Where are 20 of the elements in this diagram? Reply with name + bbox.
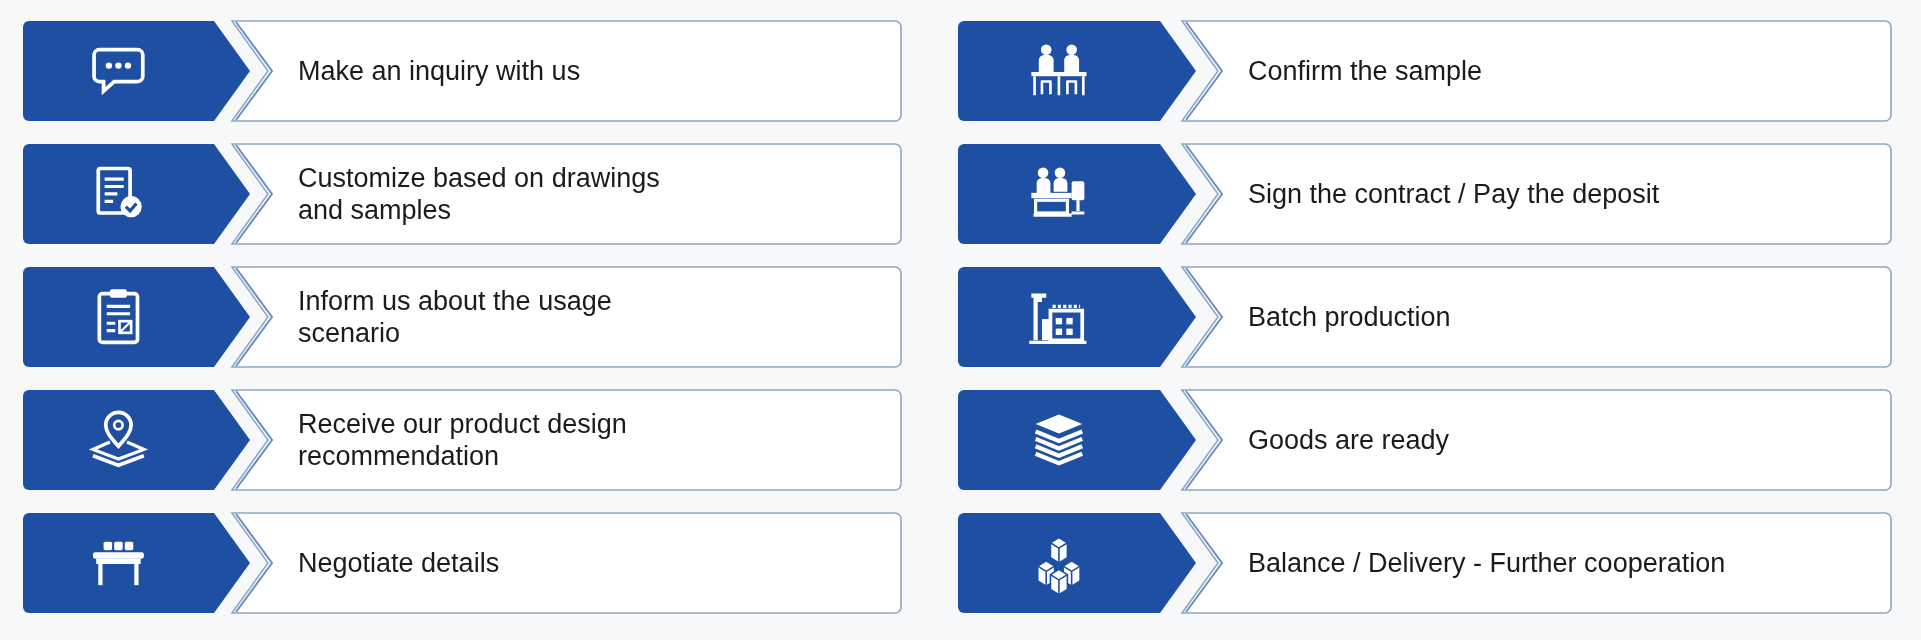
step-text: Batch production bbox=[1248, 300, 1451, 334]
step-text: Receive our product design recommendation bbox=[298, 407, 628, 473]
step-text: Goods are ready bbox=[1248, 423, 1450, 457]
step-box bbox=[232, 390, 901, 490]
step-box bbox=[1182, 144, 1891, 244]
step-text: Make an inquiry with us bbox=[298, 54, 581, 88]
step-text: Negotiate details bbox=[298, 546, 500, 580]
step-text: Customize based on drawings and samples bbox=[298, 161, 661, 227]
step-text: Sign the contract / Pay the deposit bbox=[1248, 177, 1660, 211]
step-box bbox=[232, 144, 901, 244]
step-text: Confirm the sample bbox=[1248, 54, 1483, 88]
step-box bbox=[1182, 513, 1891, 613]
step-box bbox=[1182, 267, 1891, 367]
step-box bbox=[1182, 21, 1891, 121]
step-box bbox=[1182, 390, 1891, 490]
step-text: Inform us about the usage scenario bbox=[298, 284, 613, 350]
step-box bbox=[232, 21, 901, 121]
step-box bbox=[232, 267, 901, 367]
step-box bbox=[232, 513, 901, 613]
step-text: Balance / Delivery - Further cooperation bbox=[1248, 546, 1726, 580]
